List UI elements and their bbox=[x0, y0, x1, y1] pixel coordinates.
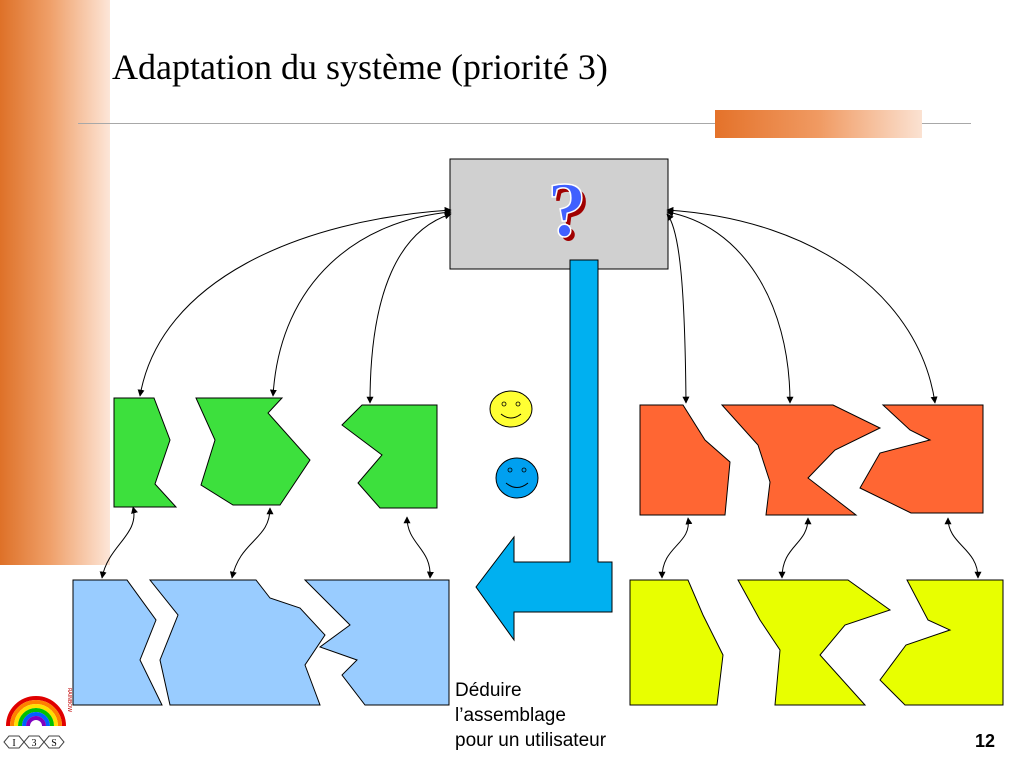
orange-piece-2 bbox=[720, 404, 882, 516]
title-divider bbox=[78, 123, 971, 124]
logo-vertical-text: RAINBOW bbox=[66, 688, 72, 712]
title-accent-bar bbox=[715, 110, 922, 138]
green-piece-2 bbox=[195, 397, 311, 506]
yellow-smiley-icon bbox=[489, 390, 533, 428]
blue-pieces bbox=[72, 579, 450, 706]
logo-letter-3: S bbox=[51, 738, 57, 749]
caption-line-1: Déduire bbox=[455, 680, 522, 701]
blue-piece-3 bbox=[303, 579, 450, 706]
logo-letter-1: I bbox=[12, 738, 15, 749]
central-question-box: ? ? bbox=[449, 158, 669, 270]
yellow-piece-1 bbox=[629, 579, 724, 706]
green-piece-1 bbox=[113, 397, 178, 508]
blue-piece-2 bbox=[148, 579, 326, 706]
decorative-side-bar bbox=[0, 0, 110, 565]
caption-text: Déduire l’assemblage pour un utilisateur bbox=[455, 678, 606, 753]
orange-piece-1 bbox=[639, 404, 731, 516]
orange-pieces bbox=[639, 404, 984, 516]
logo-letter-2: 3 bbox=[32, 738, 37, 749]
cyan-deduce-arrow bbox=[475, 259, 613, 642]
yellow-piece-3 bbox=[879, 579, 1004, 706]
connector-arrows-bottom bbox=[99, 506, 982, 579]
question-mark-shadow: ? bbox=[552, 170, 591, 257]
question-mark: ? bbox=[548, 166, 587, 253]
blue-smiley-icon bbox=[495, 457, 539, 499]
caption-line-2: l’assemblage bbox=[455, 705, 566, 726]
blue-piece-1 bbox=[72, 579, 163, 706]
rainbow-logo: RAINBOW I 3 S bbox=[3, 688, 72, 749]
yellow-pieces bbox=[629, 579, 1004, 706]
green-pieces bbox=[113, 397, 438, 509]
green-piece-3 bbox=[341, 404, 438, 509]
slide-title: Adaptation du système (priorité 3) bbox=[112, 47, 608, 87]
connector-arrows-top bbox=[137, 206, 938, 404]
caption-line-3: pour un utilisateur bbox=[455, 730, 607, 751]
yellow-piece-2 bbox=[737, 579, 892, 706]
page-number: 12 bbox=[975, 731, 996, 751]
orange-piece-3 bbox=[859, 404, 984, 514]
